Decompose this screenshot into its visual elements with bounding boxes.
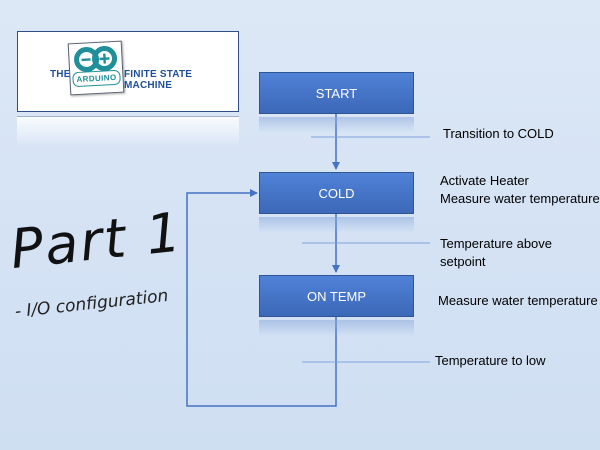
transition-label-to-cold: Transition to COLD xyxy=(443,126,554,141)
state-start-reflection xyxy=(259,117,414,133)
state-cold-reflection xyxy=(259,217,414,233)
action-label-on-temp: Measure water temperature xyxy=(438,293,598,308)
state-on-temp: ON TEMP xyxy=(259,275,414,317)
edge-ontemp-to-cold xyxy=(186,189,337,407)
title-banner: THE ARDUINO FINITE STATE MACHINE xyxy=(17,31,239,112)
state-cold: COLD xyxy=(259,172,414,214)
banner-title: FINITE STATE MACHINE xyxy=(124,69,193,91)
state-start: START xyxy=(259,72,414,114)
banner-prefix: THE xyxy=(50,69,71,80)
transition-label-above-setpoint: Temperature above setpoint xyxy=(440,236,553,269)
arduino-logo: ARDUINO xyxy=(67,40,125,96)
infinity-icon xyxy=(74,46,118,72)
action-label-cold: Activate Heater Measure water temperatur… xyxy=(440,173,600,206)
state-on-temp-reflection xyxy=(259,320,414,336)
transition-label-to-low: Temperature to low xyxy=(435,353,546,368)
banner-reflection xyxy=(17,116,239,147)
